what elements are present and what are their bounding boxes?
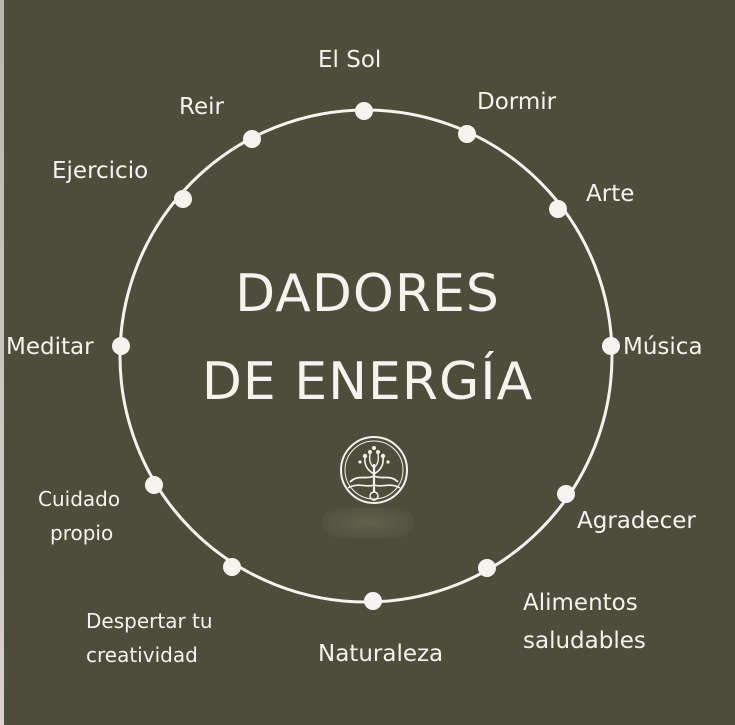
node-musica (602, 337, 620, 355)
node-despertar (223, 558, 241, 576)
label-ejercicio: Ejercicio (52, 158, 149, 184)
left-edge-strip (0, 0, 4, 725)
blurred-brand-text (322, 508, 414, 538)
node-alimentos (478, 559, 496, 577)
node-reir (243, 130, 261, 148)
tree-of-life-icon (340, 436, 408, 504)
node-cuidado (145, 476, 163, 494)
node-meditar (112, 337, 130, 355)
title-line-2: DE ENERGÍA (201, 352, 534, 412)
node-agradecer (557, 485, 575, 503)
node-dormir (458, 125, 476, 143)
label-despertar-line1: Despertar tu (86, 609, 213, 633)
node-arte (549, 200, 567, 218)
label-alimentos-line2: saludables (523, 628, 646, 654)
label-agradecer: Agradecer (577, 508, 696, 534)
label-alimentos-line1: Alimentos (523, 590, 638, 616)
label-musica: Música (623, 334, 703, 360)
label-naturaleza: Naturaleza (318, 641, 444, 667)
node-ejercicio (174, 190, 192, 208)
label-meditar: Meditar (6, 334, 94, 360)
label-cuidado-line1: Cuidado (38, 487, 121, 511)
label-cuidado-line2: propio (50, 521, 114, 545)
label-arte: Arte (586, 181, 635, 207)
label-dormir: Dormir (477, 89, 557, 115)
label-el-sol: El Sol (318, 47, 382, 73)
node-el-sol (355, 102, 373, 120)
label-despertar-line2: creatividad (86, 643, 198, 667)
label-reir: Reir (179, 94, 224, 120)
node-naturaleza (364, 592, 382, 610)
title-line-1: DADORES (235, 264, 500, 324)
